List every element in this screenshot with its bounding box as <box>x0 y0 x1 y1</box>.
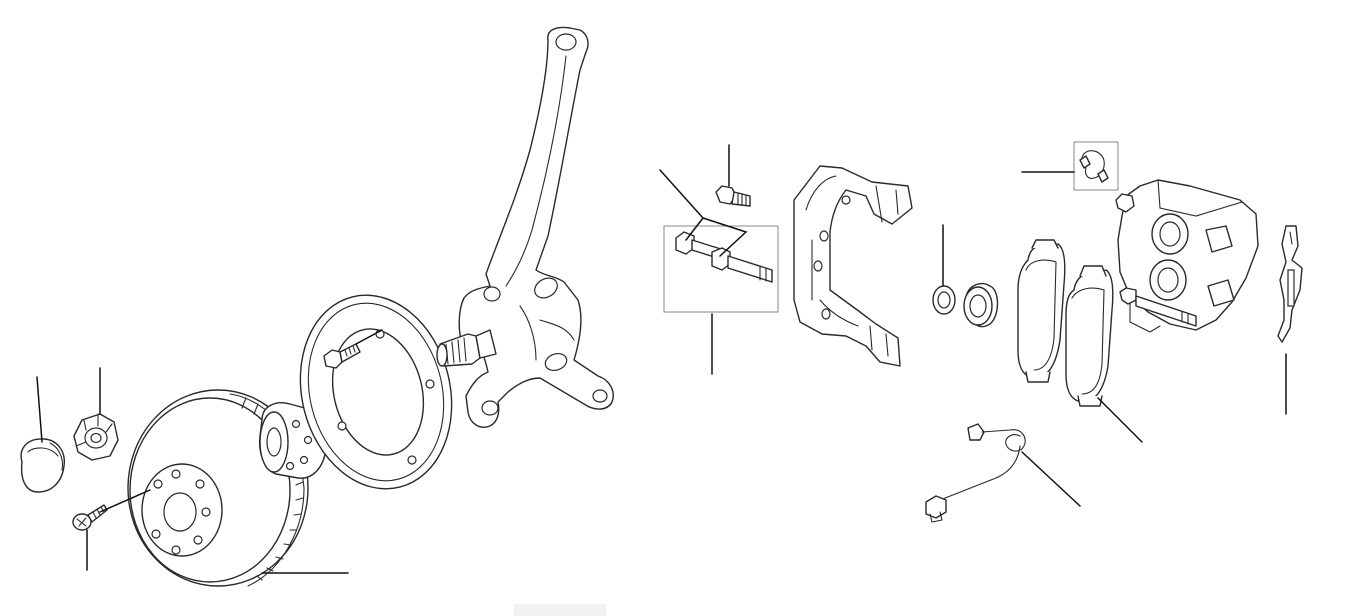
hub-dust-cap <box>20 438 65 493</box>
castellated-hub-nut <box>73 413 119 461</box>
piston-seal <box>932 285 956 315</box>
footer-tab <box>514 604 606 616</box>
leader-shield-bolt <box>355 329 383 345</box>
disc-retaining-screw <box>72 504 108 531</box>
spring-clip-callout-box <box>1073 141 1119 191</box>
leader-guide-pins <box>659 169 748 257</box>
leader-wear-sensor <box>1021 451 1081 507</box>
inner-brake-pad <box>1017 239 1066 383</box>
caliper-piston <box>963 282 999 328</box>
guide-pins-callout-box <box>663 225 779 313</box>
caliper-guide-pins <box>663 225 779 313</box>
caliper-carrier-bracket <box>793 165 913 367</box>
shield-bolt <box>323 343 361 369</box>
steering-knuckle <box>436 26 614 428</box>
pad-wear-sensor <box>925 423 1026 523</box>
leader-disc-screw-to-disc <box>99 489 151 513</box>
leader-brake-pads <box>1097 397 1143 443</box>
outer-brake-pad <box>1065 265 1114 407</box>
brake-splash-shield <box>299 294 453 490</box>
caliper-spring-clip <box>1073 141 1119 191</box>
anti-rattle-spring <box>1277 225 1303 343</box>
caliper-carrier-bolt <box>715 185 751 207</box>
leader-dust-cap <box>36 376 43 443</box>
brake-caliper-housing <box>1115 179 1259 333</box>
